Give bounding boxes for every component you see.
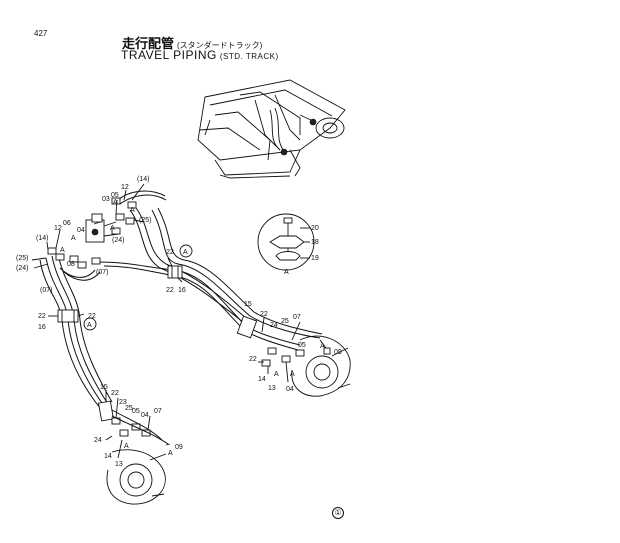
- callout-06: 06: [63, 220, 71, 227]
- callout-13-right: 13: [268, 385, 276, 392]
- callout-22-mid-2: 22: [166, 287, 174, 294]
- callout-04-left: 04: [77, 227, 85, 234]
- callout-22-right-2: 22: [249, 356, 257, 363]
- callout-14-bottom: 14: [104, 453, 112, 460]
- callout-24-top: (24): [112, 237, 124, 244]
- callout-13-bottom: 13: [115, 461, 123, 468]
- inset-view-label: A: [284, 269, 289, 276]
- view-a-tag-1: A: [113, 199, 118, 206]
- callout-09-right: 09: [334, 349, 342, 356]
- callout-24-right: 24: [270, 322, 278, 329]
- left-travel-motor: [106, 409, 169, 505]
- callout-25-left: (25): [16, 255, 28, 262]
- callout-19: 19: [311, 255, 319, 262]
- callout-08: 08: [67, 261, 75, 268]
- view-a-tag-9: A: [124, 443, 129, 450]
- leader-lines: [31, 183, 327, 459]
- callout-15-bottom: 15: [100, 384, 108, 391]
- view-a-markers: A A A A A A A A A A A A: [60, 199, 325, 457]
- callout-07-right: 07: [293, 314, 301, 321]
- callout-09-bottom: 09: [175, 444, 183, 451]
- view-a-tag-2: A: [130, 207, 135, 214]
- title-jp-main: 走行配管: [122, 36, 175, 51]
- clamp-bottom: [98, 400, 114, 422]
- title-jp-subtitle: (スタンダードトラック): [177, 41, 263, 50]
- callout-12-left: 12: [54, 225, 62, 232]
- clamp-middle: [167, 265, 183, 279]
- title-en-subtitle: (STD. TRACK): [219, 52, 279, 61]
- title-english: TRAVEL PIPING(STD. TRACK): [121, 48, 279, 62]
- callout-25-top: (25): [139, 217, 151, 224]
- hose-bundle-right: [99, 190, 323, 351]
- callout-05-bottom: 05: [132, 408, 140, 415]
- view-a-tag-8: A: [320, 343, 325, 350]
- clamp-inset-view-a: 20 18 19 A: [257, 213, 319, 276]
- callout-22-right: 22: [260, 311, 268, 318]
- view-a-tag-7: A: [290, 371, 295, 378]
- callout-03-top: 03: [102, 196, 110, 203]
- callout-22-left-2: 22: [88, 313, 96, 320]
- callout-15-right: 15: [244, 301, 252, 308]
- callout-04-right: 04: [286, 386, 294, 393]
- clamp-left: [57, 309, 79, 323]
- title-japanese: 走行配管(スタンダードトラック): [122, 33, 262, 52]
- callout-14-right: 14: [258, 376, 266, 383]
- track-frame-overview: [197, 79, 346, 179]
- callout-05-top: 05: [111, 192, 119, 199]
- view-a-tag-10: A: [168, 450, 173, 457]
- callout-16-left: 16: [38, 324, 46, 331]
- callout-05-right: 05: [298, 342, 306, 349]
- callout-23-bottom: 23: [119, 399, 127, 406]
- view-a-marker-mid: A: [183, 249, 188, 256]
- view-a-tag-5: A: [110, 225, 115, 232]
- callout-22-mid: 22: [166, 249, 174, 256]
- callout-25-right: 25: [281, 318, 289, 325]
- callout-22-left: 22: [38, 313, 46, 320]
- callout-07-top: (07): [96, 269, 108, 276]
- view-a-tag-4: A: [60, 247, 65, 254]
- callout-07-left: (07): [40, 287, 52, 294]
- view-a-tag-6: A: [274, 371, 279, 378]
- clamp-right: [236, 315, 258, 339]
- callout-18: 18: [311, 239, 319, 246]
- title-en-main: TRAVEL PIPING: [121, 48, 217, 62]
- callout-04-bottom: 04: [141, 412, 149, 419]
- footer-mark: ①: [332, 507, 344, 519]
- callout-14-top: (14): [137, 176, 149, 183]
- callout-24-bottom: 24: [94, 437, 102, 444]
- callout-20: 20: [311, 225, 319, 232]
- page-number: 427: [34, 29, 48, 38]
- center-joint-block: [47, 197, 137, 269]
- callout-22-bottom: 22: [111, 390, 119, 397]
- callout-25-bottom: 25: [125, 405, 133, 412]
- callout-12-top: 12: [121, 184, 129, 191]
- callout-14-left: (14): [36, 235, 48, 242]
- callout-07-bottom: 07: [154, 408, 162, 415]
- view-a-marker-left: A: [87, 322, 92, 329]
- callout-labels: (14) 12 05 03 (25) (24) (07) 08 06 04 12…: [16, 176, 342, 468]
- callout-24-left: (24): [16, 265, 28, 272]
- view-a-tag-3: A: [71, 235, 76, 242]
- callout-16-mid: 16: [178, 287, 186, 294]
